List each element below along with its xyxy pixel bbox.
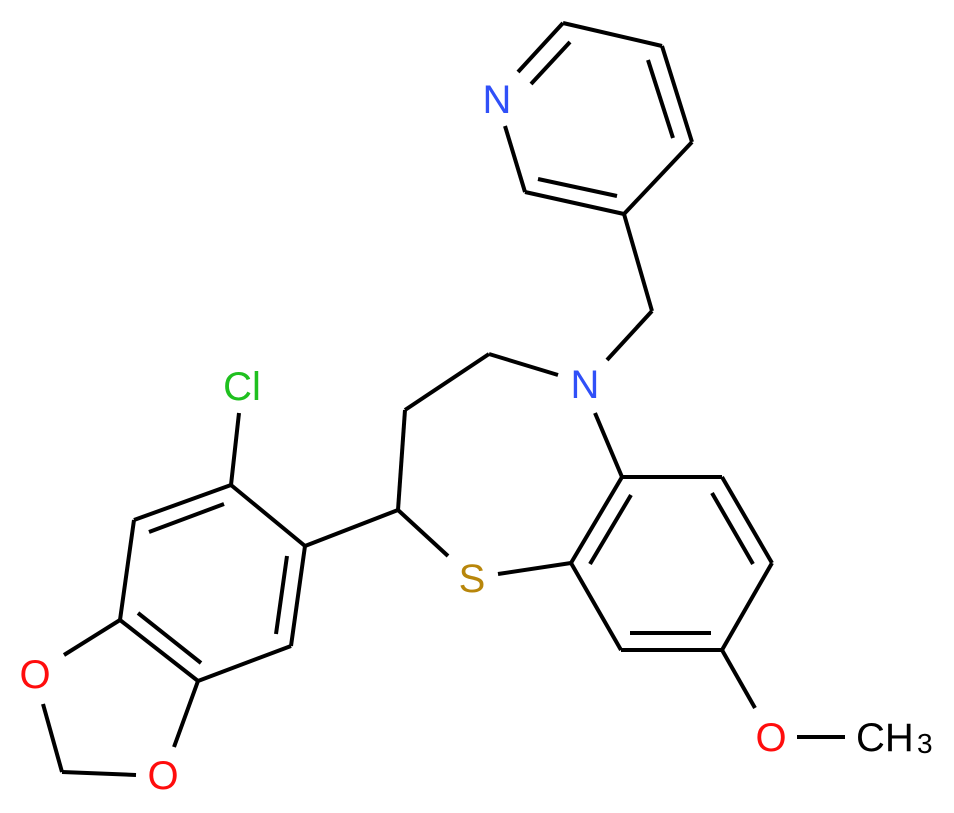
ring-nitrogen-label: N (571, 363, 600, 407)
methoxy-oxygen-label: O (755, 716, 786, 760)
aryl-bond (304, 508, 399, 548)
methoxy-group (720, 649, 845, 739)
benzo-ring (569, 475, 774, 652)
pyridine-ring (503, 21, 694, 216)
benzodioxole-ring (41, 412, 307, 777)
methylene-linker (605, 213, 654, 362)
dioxole-oxygen-1-label: O (19, 653, 50, 697)
pyridine-nitrogen-label: N (483, 78, 512, 122)
sulfur-label: S (459, 557, 486, 601)
chlorine-label: Cl (223, 365, 261, 409)
thiazepine-ring (396, 352, 624, 576)
dioxole-oxygen-2-label: O (147, 754, 178, 798)
methyl-subscript: 3 (917, 728, 933, 759)
methyl-label: CH (856, 716, 914, 760)
